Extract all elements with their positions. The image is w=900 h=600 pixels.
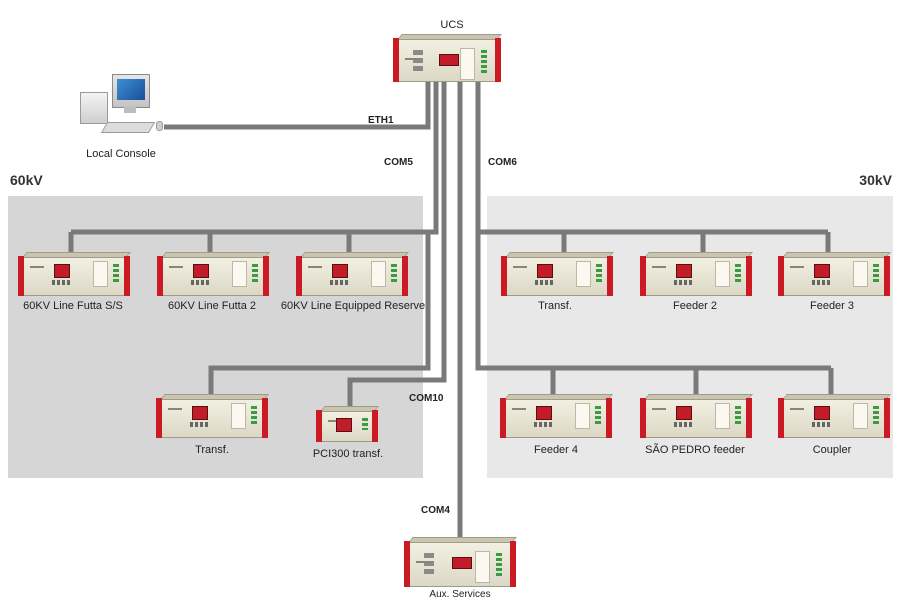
led-icon	[873, 264, 879, 282]
computer-tower-icon	[80, 92, 108, 124]
device-label: PCI300 transf.	[312, 448, 384, 460]
device-label: 60KV Line Futta 2	[167, 300, 257, 312]
ucs-label: UCS	[440, 19, 464, 31]
device-label: Transf.	[195, 444, 229, 456]
relay-feeder-4[interactable]	[500, 394, 613, 438]
monitor-icon	[112, 74, 150, 108]
device-label: Transf.	[538, 300, 572, 312]
display-icon	[536, 264, 553, 278]
display-icon	[452, 557, 473, 569]
led-icon	[391, 264, 397, 282]
wire-60-lower	[208, 232, 431, 394]
link-label-eth1: ETH1	[368, 115, 394, 126]
wire-com10	[347, 78, 447, 406]
link-label-com10: COM10	[409, 393, 444, 404]
device-label: Feeder 4	[533, 444, 579, 456]
led-icon	[596, 264, 602, 282]
led-icon	[595, 406, 601, 424]
led-icon	[113, 264, 119, 282]
led-icon	[251, 406, 257, 424]
display-icon	[813, 264, 830, 278]
led-icon	[362, 418, 368, 430]
display-icon	[53, 264, 70, 278]
display-icon	[675, 406, 692, 420]
aux-services-label: Aux. Services	[429, 589, 491, 600]
led-icon	[735, 406, 741, 424]
display-icon	[535, 406, 552, 420]
device-label: 60KV Line Futta S/S	[23, 300, 123, 312]
relay-pci300-transf[interactable]	[316, 406, 379, 442]
wire-com5	[71, 78, 439, 235]
wire-com6	[475, 78, 828, 235]
device-label: Feeder 2	[672, 300, 718, 312]
device-label: Coupler	[812, 444, 852, 456]
display-icon	[192, 264, 209, 278]
display-icon	[813, 406, 830, 420]
display-icon	[331, 264, 348, 278]
display-icon	[191, 406, 208, 420]
led-icon	[873, 406, 879, 424]
wire-eth1	[164, 78, 431, 130]
relay-60kv-line-futta-ss[interactable]	[18, 252, 131, 296]
display-icon	[335, 418, 352, 432]
relay-60kv-transf[interactable]	[156, 394, 269, 438]
relay-feeder-3[interactable]	[778, 252, 891, 296]
display-icon	[439, 54, 460, 66]
relay-30kv-transf[interactable]	[501, 252, 614, 296]
link-label-com4: COM4	[421, 505, 450, 516]
led-icon	[735, 264, 741, 282]
zone-label-60kv: 60kV	[10, 172, 43, 188]
console-label: Local Console	[86, 148, 156, 160]
led-icon	[481, 50, 487, 74]
relay-60kv-line-equipped-reserve[interactable]	[296, 252, 409, 296]
relay-60kv-line-futta-2[interactable]	[157, 252, 270, 296]
led-icon	[496, 553, 502, 577]
ucs-unit[interactable]	[393, 34, 502, 82]
local-console[interactable]	[80, 74, 163, 144]
led-icon	[252, 264, 258, 282]
keyboard-icon	[100, 122, 156, 133]
keypad-icon	[413, 50, 423, 72]
device-label: SÃO PEDRO feeder	[645, 444, 745, 456]
link-label-com6: COM6	[488, 157, 517, 168]
relay-coupler[interactable]	[778, 394, 891, 438]
keypad-icon	[424, 553, 434, 575]
relay-feeder-2[interactable]	[640, 252, 753, 296]
zone-label-30kv: 30kV	[859, 172, 892, 188]
display-icon	[675, 264, 692, 278]
wire-30-lower	[475, 232, 831, 371]
device-label: Feeder 3	[809, 300, 855, 312]
device-label: 60KV Line Equipped Reserve	[280, 300, 426, 312]
relay-sao-pedro-feeder[interactable]	[640, 394, 753, 438]
aux-services-unit[interactable]	[404, 537, 517, 587]
mouse-icon	[156, 121, 163, 131]
link-label-com5: COM5	[384, 157, 413, 168]
